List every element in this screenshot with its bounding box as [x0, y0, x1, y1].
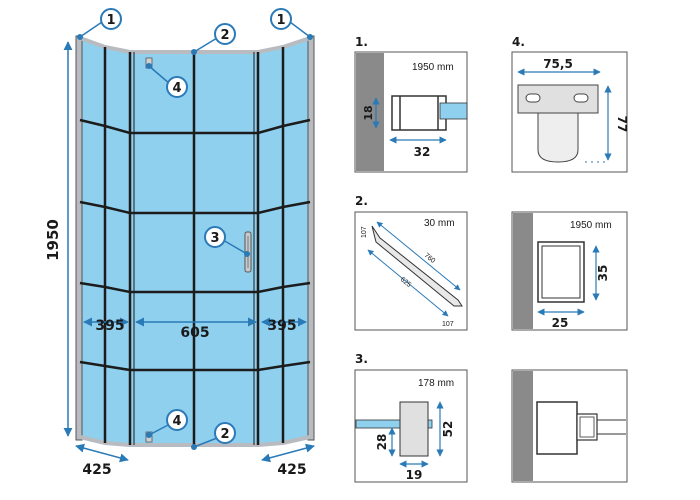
detail-3-dim-19: 19 [406, 468, 423, 482]
detail-1-width: 32 [414, 145, 431, 159]
svg-text:4: 4 [172, 81, 181, 96]
callout-4-bottom [166, 409, 188, 431]
detail-5-height: 35 [596, 265, 610, 282]
detail-1-label: 1. [355, 35, 368, 49]
callout-2-top [214, 23, 236, 45]
callouts: 1 1 2 2 3 4 4 [77, 8, 313, 450]
svg-text:1: 1 [106, 13, 115, 28]
detail-3-label: 3. [355, 352, 368, 366]
main-dimensions: 1950 395 605 395 425 425 [44, 41, 315, 478]
detail-3-dim-28: 28 [375, 434, 389, 451]
detail-4-label: 4. [512, 35, 525, 49]
callout-1-right [270, 8, 292, 30]
detail-5-width: 25 [552, 316, 569, 330]
callout-2-bottom [214, 422, 236, 444]
detail-2-length: 30 mm [424, 218, 455, 229]
detail-5-wall [513, 213, 533, 329]
detail-4-height: 77 [615, 116, 629, 133]
detail-2-label: 2. [355, 194, 368, 208]
callout-4-top [166, 76, 188, 98]
detail-1-height: 18 [362, 105, 375, 120]
svg-text:2: 2 [220, 28, 229, 43]
right-wall-profile [307, 35, 315, 441]
shower-enclosure [75, 35, 315, 447]
height-dimension-label: 1950 [44, 219, 62, 261]
callout-3 [204, 226, 226, 248]
detail-2-dim-107-left: 107 [361, 226, 368, 238]
left-wall-profile [75, 35, 83, 441]
detail-2: 2. 30 mm 760 625 107 107 [354, 194, 468, 331]
svg-text:2: 2 [220, 427, 229, 442]
detail-1: 1. 1950 mm 18 32 [354, 35, 468, 173]
detail-6 [511, 369, 628, 483]
detail-3: 3. 178 mm 52 28 19 [354, 352, 468, 483]
svg-text:3: 3 [210, 231, 219, 246]
right-width-label: 395 [267, 318, 296, 334]
detail-5: 1950 mm 35 25 [511, 211, 628, 331]
svg-text:4: 4 [172, 414, 181, 429]
detail-2-dim-107-bottom: 107 [442, 321, 454, 328]
bottom-left-width-label: 425 [82, 462, 111, 478]
detail-6-wall [513, 371, 533, 481]
detail-4-width: 75,5 [543, 57, 573, 71]
detail-3-length: 178 mm [418, 378, 454, 389]
callout-1-left [100, 8, 122, 30]
left-width-label: 395 [95, 318, 124, 334]
bottom-right-width-label: 425 [277, 462, 306, 478]
detail-5-length: 1950 mm [570, 220, 612, 231]
horizontal-grid-bars [79, 118, 311, 372]
center-width-label: 605 [180, 325, 209, 341]
detail-1-length: 1950 mm [412, 62, 454, 73]
vertical-grid-bars [103, 47, 285, 445]
svg-text:1: 1 [276, 13, 285, 28]
detail-4: 4. 75,5 77 [511, 35, 629, 173]
detail-3-dim-52: 52 [441, 421, 455, 438]
